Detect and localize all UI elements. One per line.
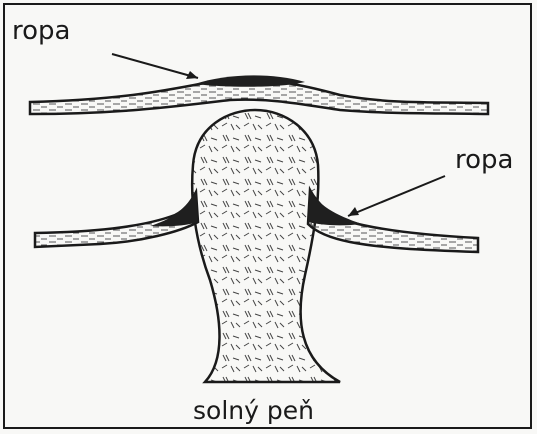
image-border bbox=[3, 3, 532, 429]
